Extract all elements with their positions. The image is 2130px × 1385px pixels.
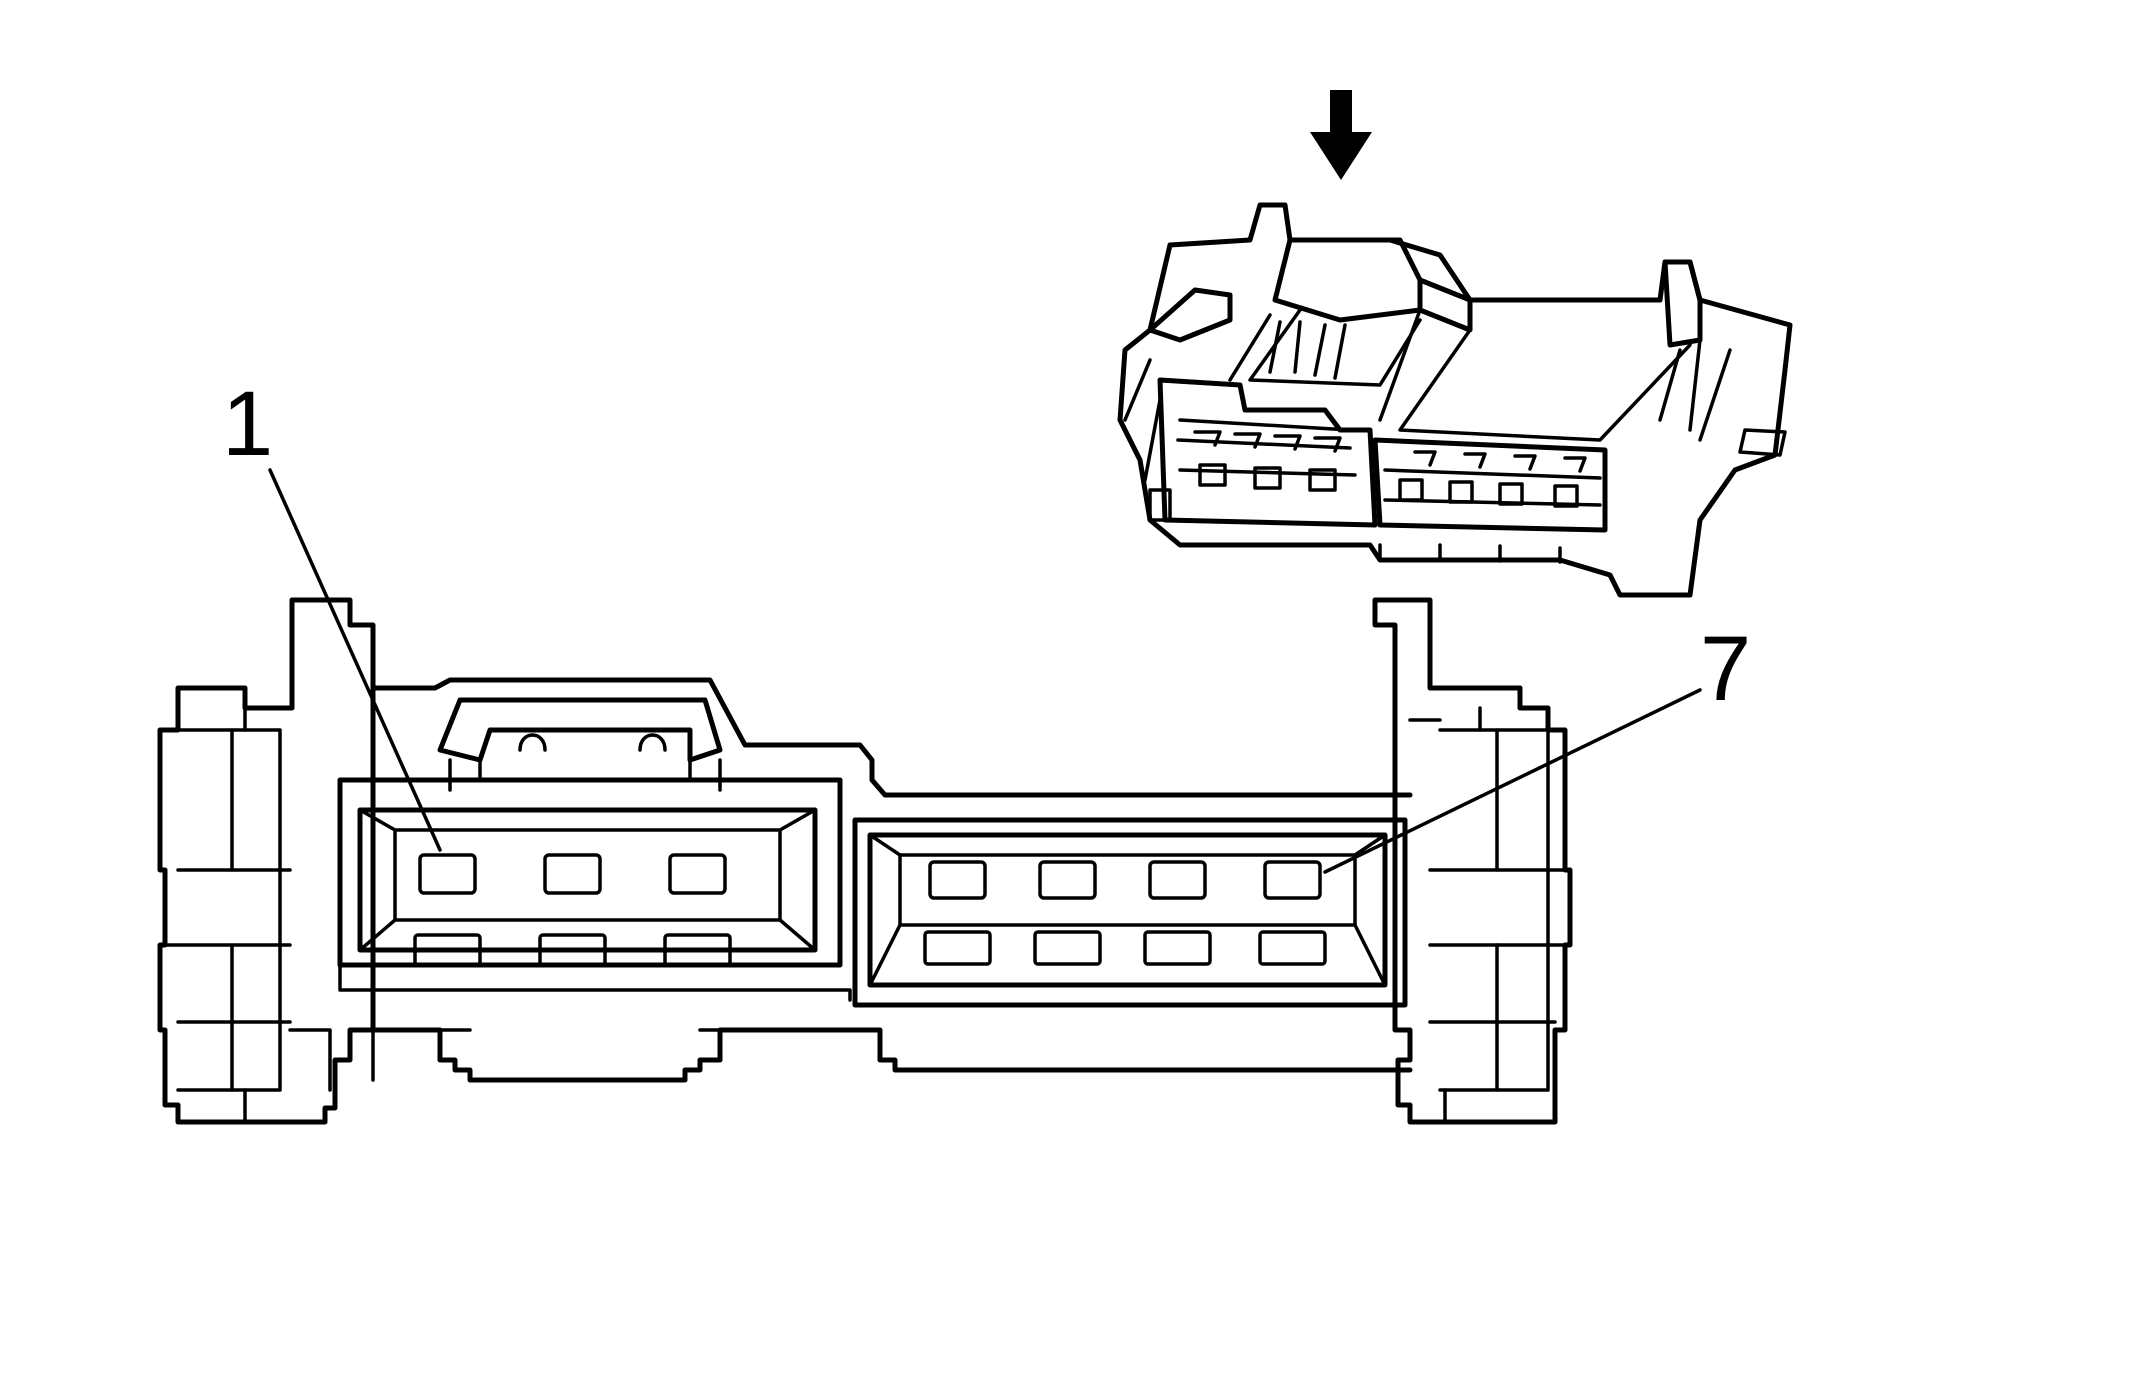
callout-pin-1: 1 — [222, 373, 442, 852]
callout-label-1: 1 — [222, 373, 273, 475]
callout-label-7: 7 — [1700, 618, 1751, 720]
down-arrow-icon — [1310, 90, 1372, 180]
connector-face-view — [157, 597, 1573, 1125]
connector-isometric-view — [1117, 202, 1793, 598]
callout-pin-7: 7 — [1323, 618, 1751, 874]
